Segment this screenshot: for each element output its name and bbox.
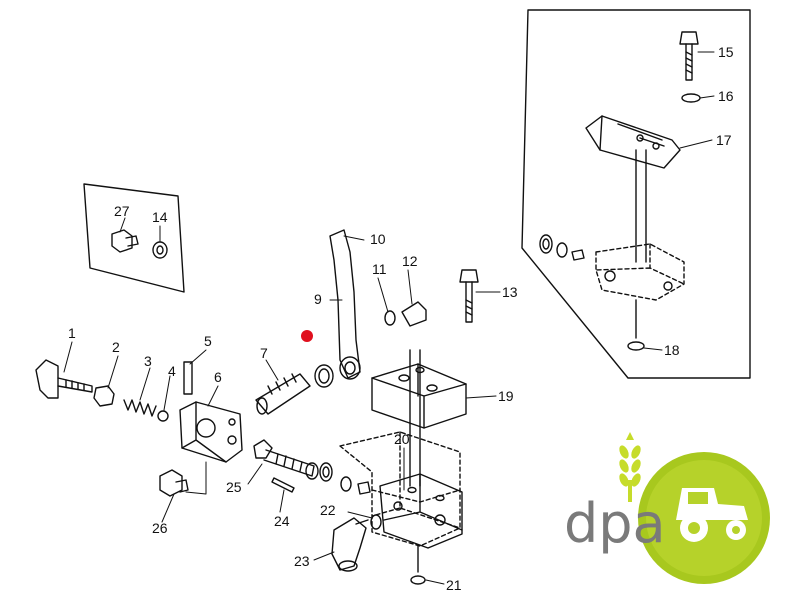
callout-6: 6 xyxy=(214,369,222,385)
o-ring xyxy=(314,364,334,388)
bolt-part-1 xyxy=(35,359,93,399)
callout-7: 7 xyxy=(260,345,268,361)
callout-21: 21 xyxy=(446,577,462,593)
rod-to-part-20 xyxy=(409,349,421,487)
washer-part-18 xyxy=(627,341,645,351)
callout-27: 27 xyxy=(114,203,130,219)
valve-block-solid xyxy=(379,473,463,549)
gear-part-7 xyxy=(255,373,311,415)
seal-part-14 xyxy=(152,241,168,259)
inset-box-frame xyxy=(521,9,751,379)
washer-part-16 xyxy=(681,93,701,103)
lever-part-9 xyxy=(329,229,361,380)
housing-part-6 xyxy=(179,401,243,463)
washer-part-11 xyxy=(384,310,396,326)
callout-23: 23 xyxy=(294,553,310,569)
ball-part-4 xyxy=(157,410,169,422)
wheat-icon xyxy=(619,432,641,502)
small-box-frame xyxy=(83,183,185,293)
callout-18: 18 xyxy=(664,342,680,358)
bolt-part-15 xyxy=(679,31,699,81)
callout-1: 1 xyxy=(68,325,76,341)
callout-labels: 1 2 3 4 5 6 7 9 10 11 12 13 14 15 16 17 … xyxy=(68,44,734,593)
callout-4: 4 xyxy=(168,363,176,379)
spring-part-3 xyxy=(123,399,157,417)
pin-part-5 xyxy=(183,361,193,395)
callout-10: 10 xyxy=(370,231,386,247)
washer-part-21 xyxy=(410,575,426,585)
nut-part-2 xyxy=(93,385,115,407)
plug-part-26 xyxy=(159,469,189,497)
inset-valve-block xyxy=(595,243,685,301)
callout-2: 2 xyxy=(112,339,120,355)
callout-15: 15 xyxy=(718,44,734,60)
bolt-part-13 xyxy=(459,269,479,323)
logo-text: dpa xyxy=(564,492,666,555)
callout-13: 13 xyxy=(502,284,518,300)
callout-20: 20 xyxy=(394,431,410,447)
callout-16: 16 xyxy=(718,88,734,104)
callout-3: 3 xyxy=(144,353,152,369)
plug-part-27 xyxy=(111,229,139,253)
block-part-19 xyxy=(371,363,467,429)
seal-part-22 xyxy=(370,514,382,530)
bolt-part-25 xyxy=(253,439,319,480)
bolt-part-12 xyxy=(401,301,427,327)
callout-11: 11 xyxy=(372,261,387,277)
callout-9: 9 xyxy=(314,291,322,307)
dpa-logo: dpa xyxy=(564,432,770,584)
callout-22: 22 xyxy=(320,502,336,518)
valve-block-part-20 xyxy=(339,431,461,547)
highlight-marker xyxy=(301,330,313,342)
callout-25: 25 xyxy=(226,479,242,495)
inset-seal-parts xyxy=(539,234,585,261)
inset-rod xyxy=(635,149,647,263)
callout-17: 17 xyxy=(716,132,732,148)
callout-5: 5 xyxy=(204,333,212,349)
fitting-part-23 xyxy=(331,517,369,572)
leader-lines xyxy=(63,51,715,585)
callout-24: 24 xyxy=(274,513,290,529)
callout-26: 26 xyxy=(152,520,168,536)
pin-part-24 xyxy=(271,477,295,493)
callout-14: 14 xyxy=(152,209,168,225)
tractor-icon xyxy=(676,488,748,542)
valve-seals xyxy=(319,462,371,495)
callout-19: 19 xyxy=(498,388,514,404)
bracket-part-17 xyxy=(585,115,681,169)
callout-12: 12 xyxy=(402,253,418,269)
